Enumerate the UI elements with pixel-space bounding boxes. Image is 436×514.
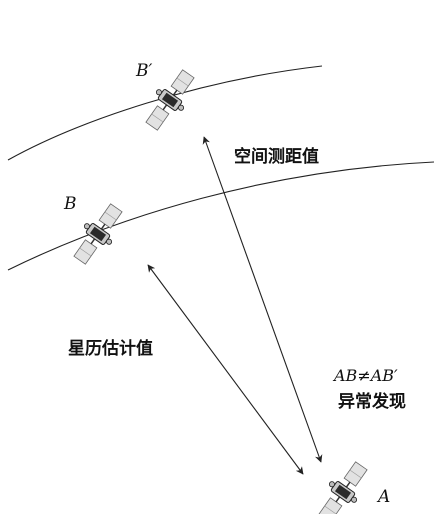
ephemeris-estimate-arrow <box>147 264 304 475</box>
label-satellite-b-prime: B′ <box>135 61 152 81</box>
upper-orbit <box>7 65 323 161</box>
label-ephemeris-estimate: 星历估计值 <box>68 338 153 359</box>
label-space-range-value: 空间测距值 <box>234 146 319 167</box>
satellite-a-icon <box>310 455 376 514</box>
label-satellite-a: A <box>376 487 390 507</box>
label-inequality: AB≠AB′ <box>332 366 398 385</box>
label-satellite-b: B <box>63 194 77 214</box>
lower-orbit <box>7 161 435 271</box>
space-range-arrow <box>202 136 323 463</box>
label-anomaly-detection: 异常发现 <box>338 391 406 412</box>
